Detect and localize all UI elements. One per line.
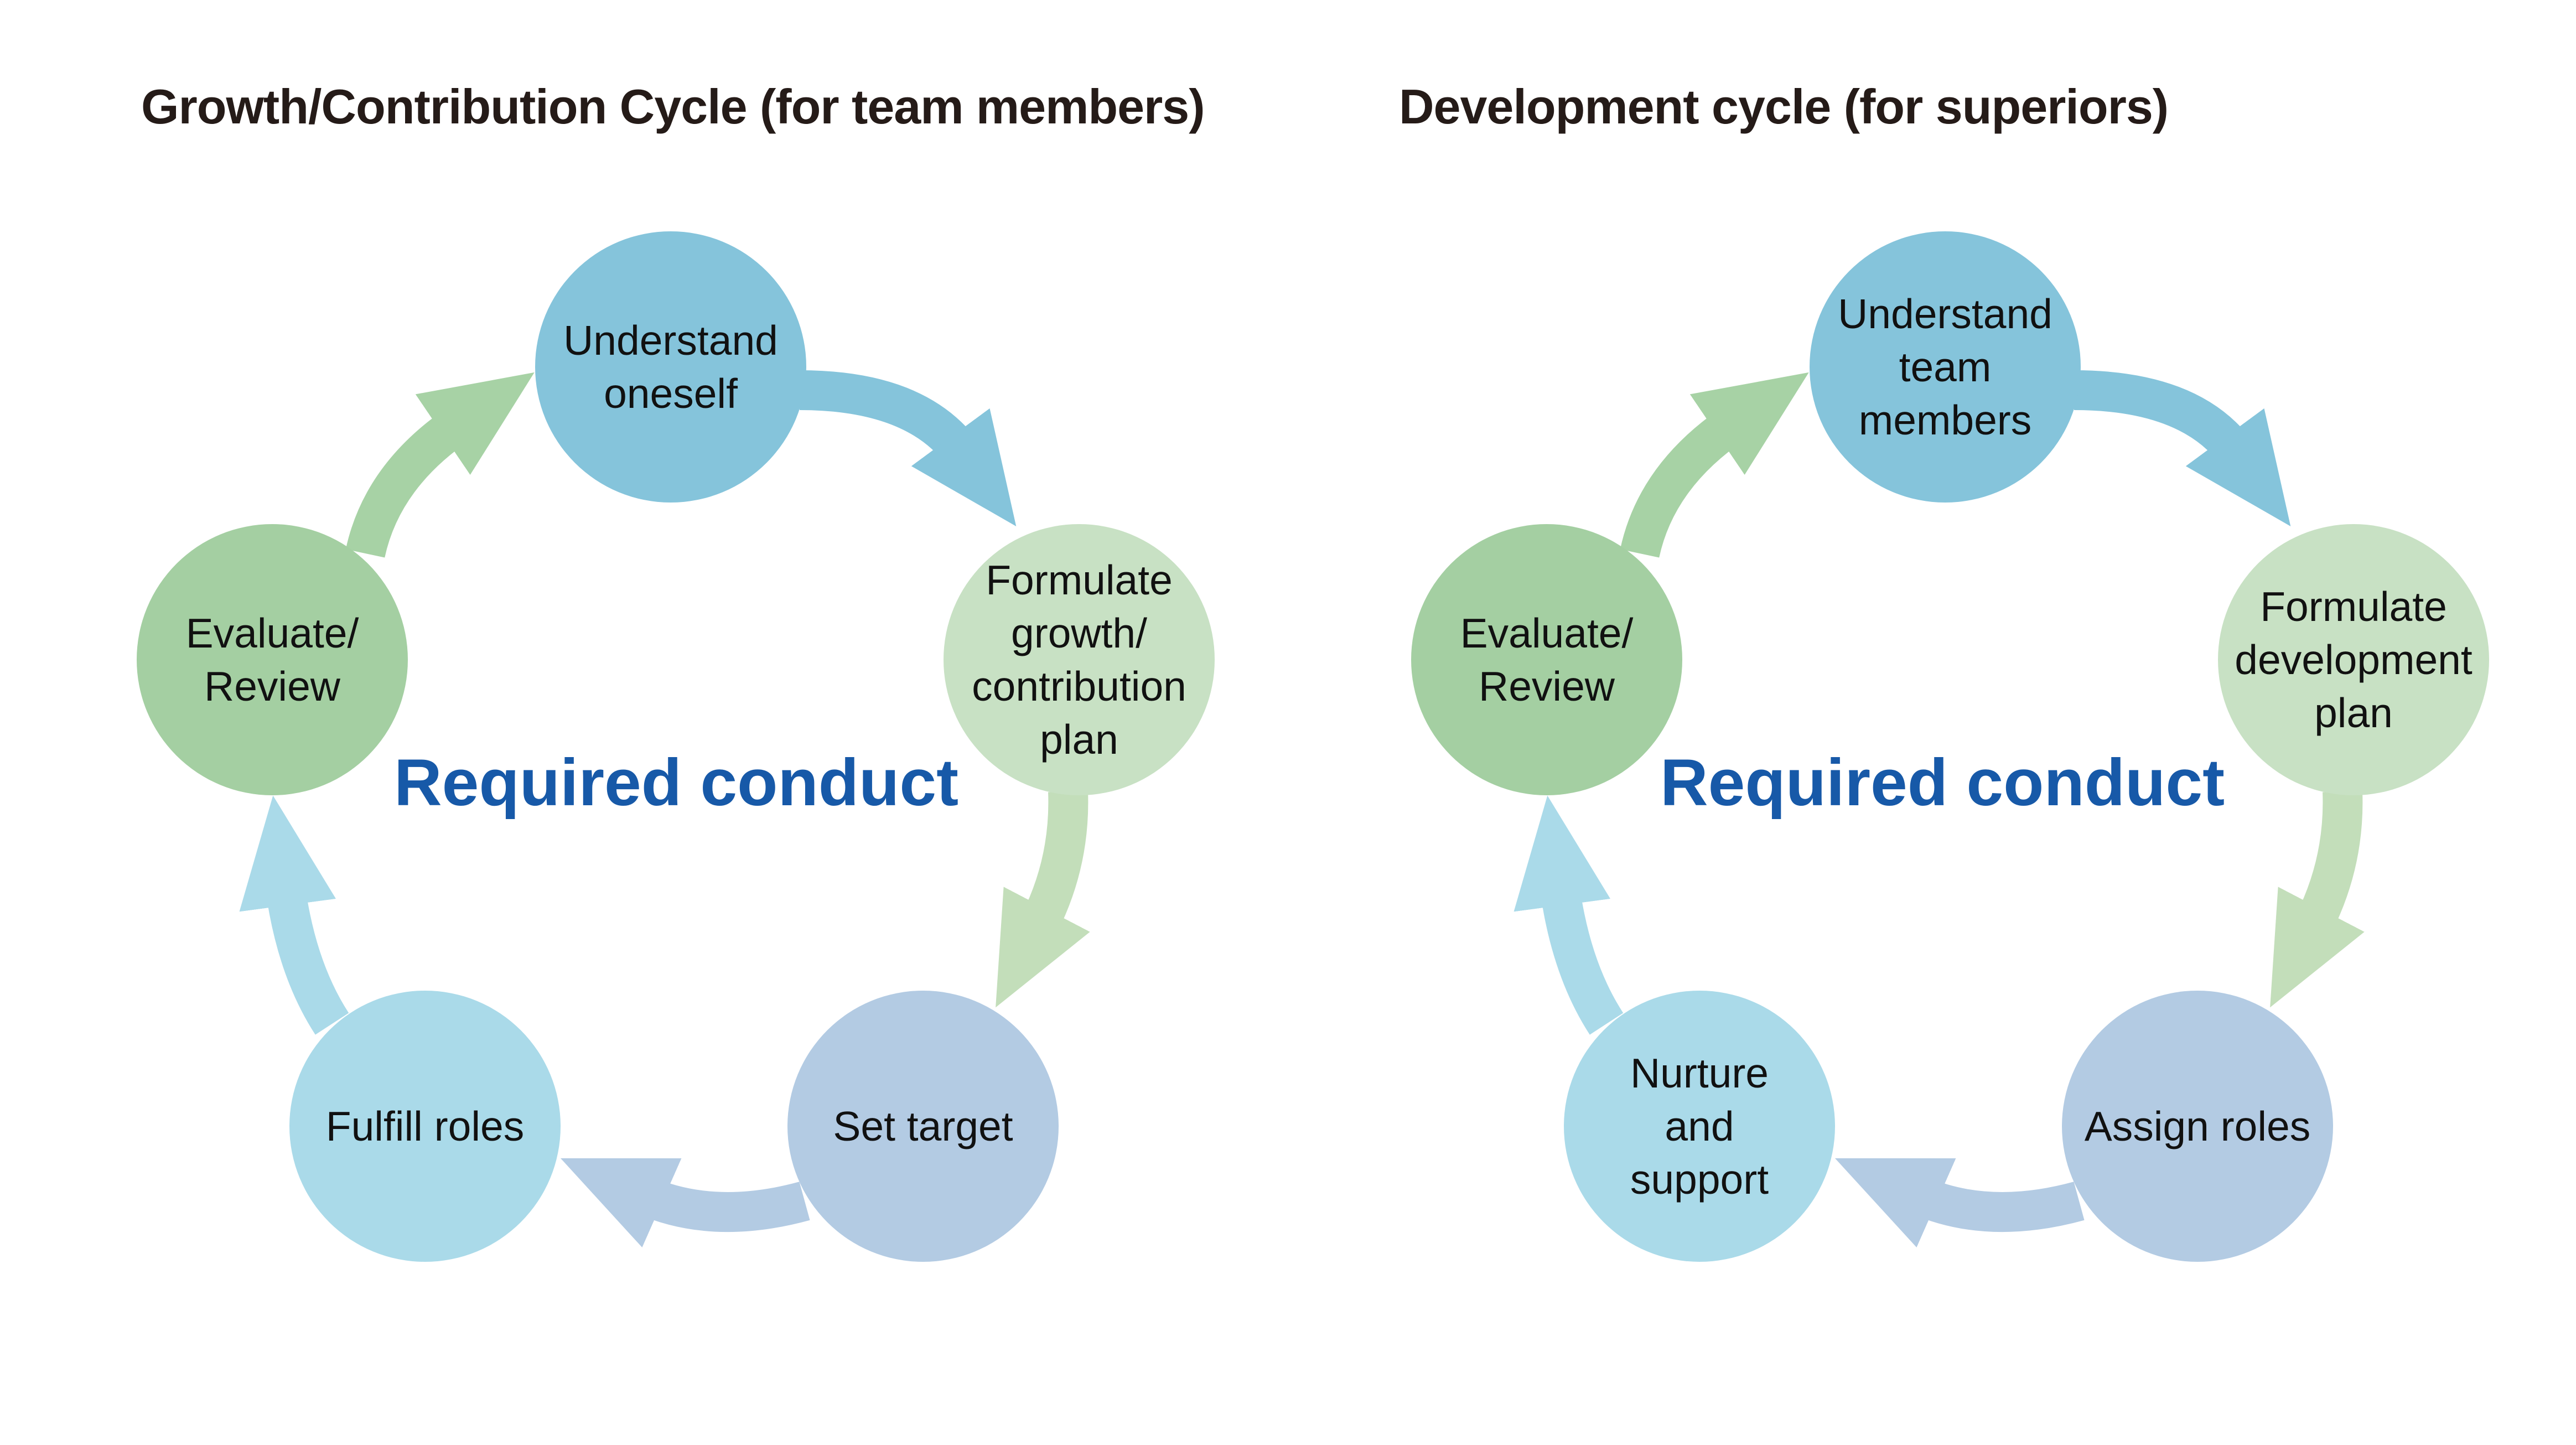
node-label: Assign roles (2084, 1103, 2311, 1149)
node-label: Nurture and support (1630, 1050, 1769, 1203)
node-label: Fulfill roles (325, 1103, 525, 1149)
right-center-label: Required conduct (1660, 745, 2225, 820)
node-formulate-development-plan: Formulate development plan (2218, 524, 2489, 795)
node-evaluate-review-left: Evaluate/ Review (137, 524, 408, 795)
arrow-understand-to-formulate (799, 370, 1017, 526)
left-diagram-title: Growth/Contribution Cycle (for team memb… (141, 79, 1205, 134)
cycle-arrows-left (239, 370, 1090, 1248)
node-label: Understand team members (1838, 291, 2052, 443)
node-assign-roles: Assign roles (2062, 991, 2333, 1262)
node-label: Formulate growth/ contribution plan (972, 557, 1186, 763)
node-evaluate-review-right: Evaluate/ Review (1411, 524, 1682, 795)
node-label: Evaluate/ Review (185, 610, 359, 709)
arrow-fulfill-to-evaluate (239, 795, 349, 1035)
arrow-formulate-to-settarget (996, 790, 1090, 1008)
node-label: Evaluate/ Review (1460, 610, 1634, 709)
right-diagram-title: Development cycle (for superiors) (1399, 79, 2169, 134)
left-center-label: Required conduct (394, 745, 959, 820)
arrow-evaluate-to-understand (345, 372, 535, 558)
node-nurture-and-support: Nurture and support (1564, 991, 1835, 1262)
node-fulfill-roles: Fulfill roles (289, 991, 561, 1262)
arrow-settarget-to-fulfill (560, 1158, 810, 1248)
node-understand-team-members: Understand team members (1810, 231, 2081, 503)
node-label: Formulate development plan (2235, 583, 2473, 736)
node-understand-oneself: Understand oneself (535, 231, 806, 503)
node-formulate-growth-plan: Formulate growth/ contribution plan (944, 524, 1215, 795)
node-label: Understand oneself (563, 317, 778, 417)
node-label: Set target (833, 1103, 1013, 1149)
node-set-target: Set target (787, 991, 1059, 1262)
